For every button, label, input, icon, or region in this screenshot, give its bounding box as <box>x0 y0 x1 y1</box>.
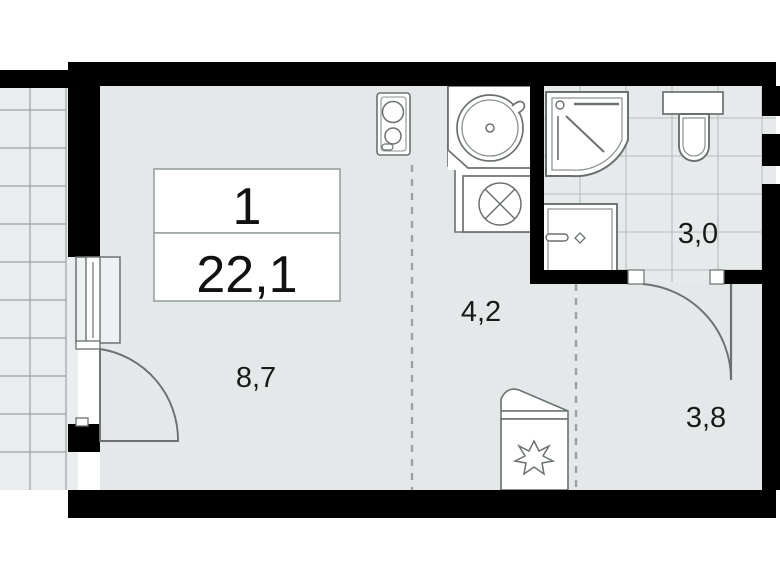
wall-left-upper <box>68 86 100 257</box>
wardrobe-door-swing <box>500 388 569 412</box>
balcony-door[interactable] <box>75 340 179 442</box>
toilet-cistern <box>662 91 724 115</box>
kitchen-counter-block <box>447 85 539 233</box>
kitchen-sink <box>456 94 526 162</box>
shower-tray-inner <box>551 97 623 171</box>
balcony <box>0 88 78 490</box>
wall-kitchen-nib <box>530 86 544 96</box>
balcony-door-leaf <box>75 340 101 350</box>
wardrobe-door-panel <box>500 410 569 420</box>
vanity-faucet-icon <box>545 233 569 242</box>
stove-burner-small-icon <box>384 127 402 145</box>
shower-drain-icon <box>555 100 565 110</box>
room-label-kitchen: 4,2 <box>461 296 501 328</box>
shower-hose-icon <box>565 115 605 153</box>
wall-bathroom-bottom-left <box>530 270 628 284</box>
stove-hob <box>376 92 411 156</box>
bathroom-door[interactable] <box>627 269 733 381</box>
bathroom-door-jamb-left <box>627 269 645 285</box>
wall-top <box>68 62 776 86</box>
wall-right-c <box>762 184 780 490</box>
wardrobe-star-icon <box>512 439 556 476</box>
wall-balcony-top <box>0 70 70 88</box>
sink-faucet-icon <box>511 100 526 114</box>
bathroom-vanity <box>540 203 618 279</box>
wall-bathroom-bottom-right <box>724 270 776 284</box>
balcony-door-jamb <box>75 417 89 427</box>
washing-machine-cross-b <box>484 188 516 220</box>
balcony-tile-grid <box>0 88 67 490</box>
balcony-door-swing-arc <box>99 347 179 442</box>
summary-badge: 1 22,1 <box>153 168 341 304</box>
badge-rooms-value: 1 <box>233 178 262 236</box>
walls <box>0 62 780 518</box>
room-label-hallway: 3,8 <box>686 402 726 434</box>
zone-divider-lines <box>410 165 578 490</box>
vanity-drain-icon <box>574 232 586 244</box>
bathroom-door-jamb-right <box>709 269 725 285</box>
wall-bottom <box>68 490 776 518</box>
wall-left-lower <box>68 424 100 452</box>
balcony-window <box>75 256 121 344</box>
wall-right-a <box>762 86 780 116</box>
wall-right-b <box>762 134 780 166</box>
toilet-bowl-inner <box>682 117 706 157</box>
toilet <box>662 91 724 162</box>
stove-burner-large-icon <box>381 100 405 124</box>
washing-machine <box>462 175 539 233</box>
badge-area-value: 22,1 <box>196 246 297 304</box>
wall-bathroom-left <box>530 86 544 282</box>
room-label-bathroom: 3,0 <box>678 218 718 250</box>
sink-drain-icon <box>485 123 495 133</box>
room-label-living: 8,7 <box>236 362 276 394</box>
wardrobe-closet <box>500 388 569 491</box>
balcony-floor <box>0 88 78 490</box>
badge-area-cell <box>153 232 341 302</box>
stove-knob-icon <box>381 143 394 151</box>
corner-shower <box>545 91 629 178</box>
